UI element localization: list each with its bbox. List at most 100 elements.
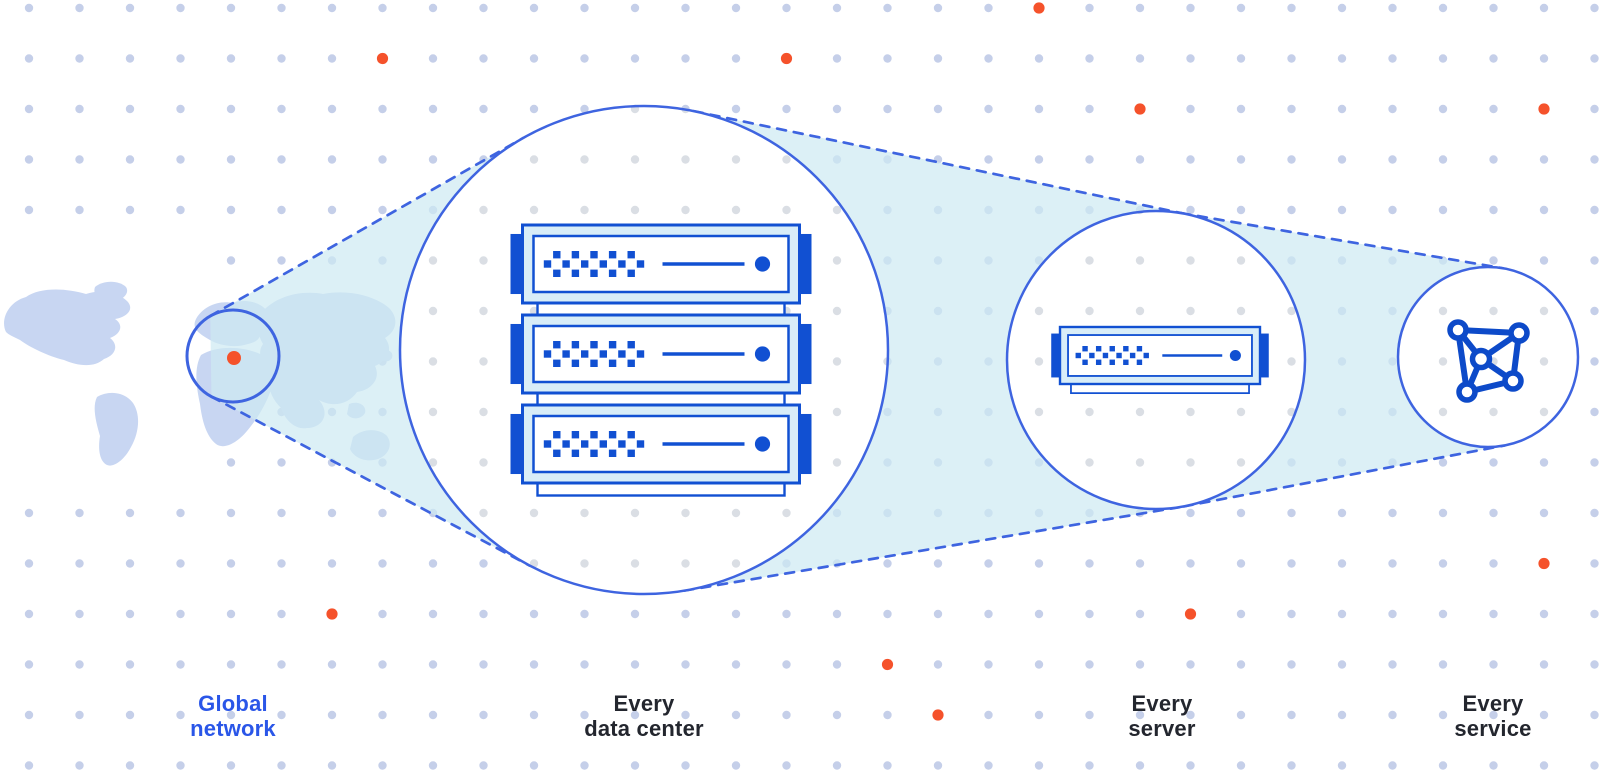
grid-dot [1388,54,1397,63]
grid-dot [24,559,34,568]
grid-dot [1034,155,1044,164]
grid-dot [1539,155,1549,164]
grid-dot [1388,205,1397,215]
grid-dot [428,54,438,63]
grid-dot [75,54,84,63]
grid-dot [1590,3,1599,13]
grid-dot [378,3,387,13]
grid-dot [1034,104,1044,114]
grid-dot [580,54,589,63]
grid-dot [731,761,741,770]
grid-dot [1388,104,1397,114]
grid-dot [883,104,892,114]
grid-dot [782,761,791,770]
grid-dot [226,761,236,770]
grid-dot [1590,710,1599,720]
grid-dot [1438,54,1448,63]
grid-dot [1539,710,1549,720]
continent-north-america [4,289,131,366]
grid-dot [580,3,589,13]
grid-dot [984,660,993,669]
grid-dot [24,609,34,619]
grid-dot [984,155,993,164]
grid-dot [529,761,539,770]
grid-dot [681,710,690,720]
grid-dot [933,559,943,568]
grid-dot [832,3,842,13]
grid-dot [1034,609,1044,619]
grid-dot [529,104,539,114]
grid-dot [984,104,993,114]
server-rack [510,223,812,497]
grid-dot [479,710,488,720]
grid-dot [277,609,286,619]
grid-dot [1337,508,1347,518]
grid-dot [1539,3,1549,13]
grid-dot [176,710,185,720]
server-led [1229,349,1241,362]
grid-dot [277,508,286,518]
grid-dot [226,256,236,265]
grid-dot [226,155,236,164]
grid-dot [984,710,993,720]
grid-dot [176,3,185,13]
server-tab-right [1257,333,1269,378]
server-faceplate [532,414,790,474]
accent-dot [1538,103,1550,115]
grid-dot [125,104,135,114]
grid-dot [782,710,791,720]
grid-dot [428,660,438,669]
grid-dot [681,761,690,770]
grid-dot [1085,54,1094,63]
grid-dot [1186,3,1195,13]
grid-dot [1287,104,1296,114]
grid-dot [277,559,286,568]
grid-dot [1085,660,1094,669]
grid-dot [226,660,236,669]
grid-dot [226,104,236,114]
grid-dot [1590,508,1599,518]
mesh-node [1456,381,1478,403]
grid-dot [1085,559,1094,568]
grid-dot [277,256,286,265]
grid-dot [75,155,84,164]
grid-dot [1590,104,1599,114]
grid-dot [1085,3,1094,13]
grid-dot [984,3,993,13]
grid-dot [731,710,741,720]
grid-dot [1034,761,1044,770]
grid-dot [479,761,488,770]
grid-dot [1034,710,1044,720]
grid-dot [1135,3,1145,13]
grid-dot [428,710,438,720]
grid-dot [125,660,135,669]
grid-dot [1135,155,1145,164]
grid-dot [1287,660,1296,669]
grid-dot [1438,761,1448,770]
accent-dot [1033,2,1045,14]
grid-dot [378,155,387,164]
grid-dot [378,508,387,518]
grid-dot [125,761,135,770]
grid-dot [327,54,337,63]
grid-dot [277,660,286,669]
grid-dot [1590,357,1599,366]
grid-dot [428,609,438,619]
grid-dot [428,104,438,114]
zoom-dashed-line [210,395,531,567]
grid-dot [1236,710,1246,720]
grid-dot [883,54,892,63]
grid-dot [378,609,387,619]
grid-dot [75,761,84,770]
grid-dot [327,104,337,114]
grid-dot [428,3,438,13]
grid-dot [630,609,640,619]
grid-dot [1388,155,1397,164]
server-unit-icon [1051,325,1269,395]
grid-dot [24,660,34,669]
grid-dot [277,104,286,114]
grid-dot [75,710,84,720]
grid-dot [1034,54,1044,63]
grid-dot [1489,710,1498,720]
grid-dot [933,761,943,770]
